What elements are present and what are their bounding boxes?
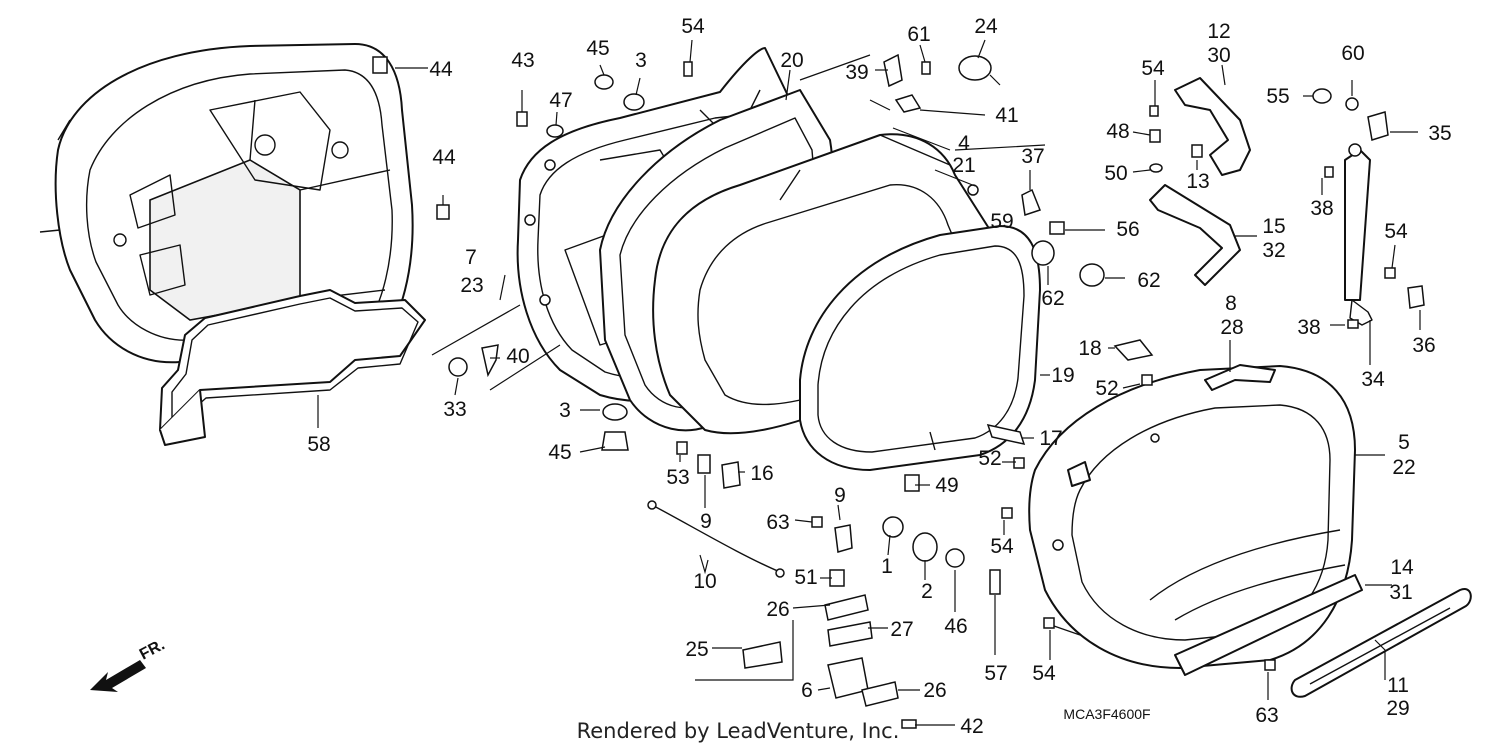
callout-11: 11 [1387,674,1409,697]
callout-18: 18 [1078,337,1101,360]
part-8-top-molding [1204,364,1276,391]
leader-lines [317,39,1421,726]
callout-27: 27 [890,618,913,641]
callout-28: 28 [1220,316,1243,339]
callout-41: 41 [995,104,1018,127]
callout-54: 54 [1032,662,1056,685]
part-5-lid-panel [1028,365,1356,669]
part-58-bottom-mat [159,289,426,446]
callout-8: 8 [1225,292,1237,315]
render-credit: Rendered by LeadVenture, Inc. [577,719,900,743]
callout-55: 55 [1266,85,1289,108]
callout-48: 48 [1106,120,1129,143]
callout-31: 31 [1389,581,1412,604]
part-11-garnish [1290,588,1472,698]
callout-13: 13 [1186,170,1209,193]
callout-10: 10 [693,570,716,593]
callout-24: 24 [974,15,998,38]
callout-52: 52 [1095,377,1118,400]
callout-63: 63 [766,511,789,534]
callout-17: 17 [1039,427,1062,450]
part-34-damper [1344,143,1373,326]
callout-51: 51 [794,566,817,589]
callout-3: 3 [559,399,571,422]
callout-43: 43 [511,49,534,72]
callout-1: 1 [881,555,893,578]
callout-numbers: 44 44 43 45 3 47 54 20 39 61 24 41 4 21 … [307,15,1451,738]
callout-30: 30 [1207,44,1230,67]
diagram-code: MCA3F4600F [1063,706,1150,722]
callout-7: 7 [465,246,477,269]
callout-15: 15 [1262,215,1285,238]
callout-19: 19 [1051,364,1074,387]
callout-54: 54 [990,535,1014,558]
callout-60: 60 [1341,42,1364,65]
callout-54: 54 [681,15,705,38]
callout-54: 54 [1384,220,1408,243]
callout-23: 23 [460,274,483,297]
callout-33: 33 [443,398,466,421]
callout-58: 58 [307,433,330,456]
callout-34: 34 [1361,368,1385,391]
part-15-lower-handle [1149,184,1241,286]
front-direction-arrow: FR. [90,636,168,692]
callout-26: 26 [923,679,946,702]
callout-21: 21 [952,154,975,177]
callout-62: 62 [1137,269,1160,292]
callout-9: 9 [834,484,846,507]
callout-25: 25 [685,638,708,661]
callout-54: 54 [1141,57,1165,80]
callout-29: 29 [1386,697,1409,720]
saddlebag-outer-shell [39,43,414,364]
callout-42: 42 [960,715,983,738]
callout-3: 3 [635,49,647,72]
part-12-upper-handle [1174,77,1251,176]
callout-6: 6 [801,679,813,702]
callout-35: 35 [1428,122,1451,145]
callout-36: 36 [1412,334,1435,357]
callout-53: 53 [666,466,689,489]
callout-45: 45 [586,37,609,60]
part-10-cable [647,500,785,578]
callout-45: 45 [548,441,571,464]
callout-22: 22 [1392,456,1415,479]
callout-61: 61 [907,23,930,46]
callout-59: 59 [990,210,1013,233]
callout-38: 38 [1297,316,1320,339]
callout-47: 47 [549,89,572,112]
hardware-small-parts [372,53,1425,729]
callout-38: 38 [1310,197,1333,220]
callout-37: 37 [1021,145,1044,168]
callout-46: 46 [944,615,967,638]
callout-4: 4 [958,132,970,155]
callout-44: 44 [432,146,456,169]
callout-9: 9 [700,510,712,533]
callout-40: 40 [506,345,529,368]
callout-44: 44 [429,58,453,81]
callout-57: 57 [984,662,1007,685]
callout-62: 62 [1041,287,1064,310]
callout-49: 49 [935,474,958,497]
front-direction-label: FR. [137,636,168,663]
callout-39: 39 [845,61,868,84]
callout-2: 2 [921,580,933,603]
callout-50: 50 [1104,162,1127,185]
callout-32: 32 [1262,239,1285,262]
callout-16: 16 [750,462,773,485]
callout-12: 12 [1207,20,1230,43]
callout-14: 14 [1390,556,1414,579]
callout-20: 20 [780,49,803,72]
callout-63: 63 [1255,704,1278,727]
part-19-gasket [799,225,1041,471]
callout-26: 26 [766,598,789,621]
callout-56: 56 [1116,218,1139,241]
callout-5: 5 [1398,431,1410,454]
part-14-lower-strip [1174,574,1363,676]
callout-52: 52 [978,447,1001,470]
